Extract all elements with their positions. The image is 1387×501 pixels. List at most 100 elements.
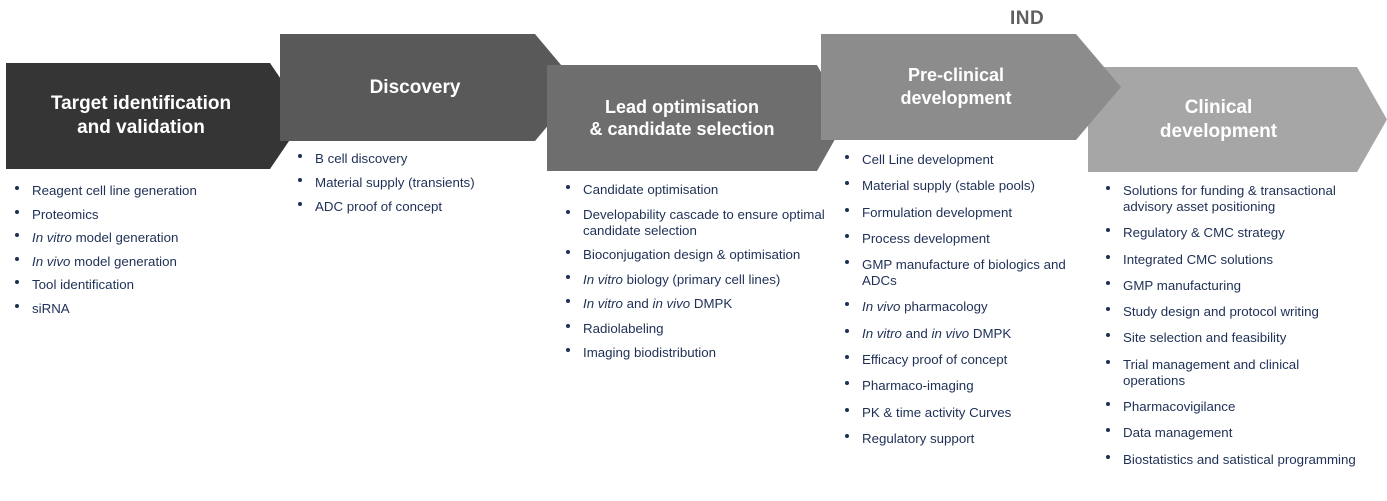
- stage-title-line: Lead optimisation: [604, 96, 759, 117]
- list-item-text: Material supply (transients): [315, 175, 475, 190]
- list-item: Pharmacovigilance: [1102, 399, 1362, 415]
- stage-preclinical-development: Pre-clinical development: [821, 34, 1121, 140]
- list-item-text: Material supply (stable pools): [862, 178, 1035, 194]
- list-item: Cell Line development: [841, 152, 1081, 168]
- list-item-text: DMPK: [690, 296, 733, 311]
- list-item-italic-text: In vitro: [862, 325, 902, 341]
- list-item-text: Imaging biodistribution: [583, 345, 717, 360]
- stage-title-line: & candidate selection: [589, 119, 775, 139]
- stage-items-clinical-development: Solutions for funding & transactional ad…: [1102, 183, 1362, 478]
- list-item: Regulatory & CMC strategy: [1102, 225, 1362, 241]
- list-item-italic-text: in vivo: [931, 325, 970, 341]
- list-item: Integrated CMC solutions: [1102, 252, 1362, 268]
- stage-discovery: Discovery: [280, 34, 580, 141]
- list-item-text: and: [901, 325, 932, 341]
- list-item: Bioconjugation design & optimisation: [562, 247, 832, 263]
- list-item: Biostatistics and satistical programming: [1102, 452, 1362, 468]
- list-item-text: model generation: [71, 230, 179, 245]
- list-item: Formulation development: [841, 205, 1081, 221]
- stage-lead-optimisation: Lead optimisation & candidate selection: [547, 65, 847, 171]
- list-item-text: GMP manufacture of biologics and ADCs: [862, 257, 1066, 289]
- list-item-text: Integrated CMC solutions: [1123, 251, 1274, 267]
- list-item: Solutions for funding & transactional ad…: [1102, 183, 1362, 215]
- list-item: In vitro and in vivo DMPK: [562, 296, 832, 312]
- list-item: Material supply (transients): [294, 175, 534, 191]
- list-item: In vitro model generation: [11, 230, 261, 246]
- list-item-text: GMP manufacturing: [1123, 277, 1242, 293]
- list-item: ADC proof of concept: [294, 199, 534, 215]
- list-item-text: biology (primary cell lines): [622, 271, 781, 287]
- list-item-text: Bioconjugation design & optimisation: [583, 247, 801, 262]
- list-item: Tool identification: [11, 277, 261, 293]
- list-item-text: Regulatory support: [862, 430, 975, 446]
- list-item-italic-text: In vitro: [32, 230, 72, 245]
- list-item-text: pharmacology: [900, 299, 988, 315]
- stage-title-line: Target identification: [50, 93, 232, 115]
- list-item-text: Data management: [1123, 425, 1233, 441]
- list-item-text: Study design and protocol writing: [1123, 304, 1319, 320]
- stage-title: Target identification and validation: [51, 92, 261, 140]
- list-item-italic-text: In vitro: [583, 296, 623, 311]
- list-item: Pharmaco-imaging: [841, 378, 1081, 394]
- list-item-text: model generation: [70, 253, 177, 269]
- list-item: Site selection and feasibility: [1102, 330, 1362, 346]
- list-item: Radiolabeling: [562, 321, 832, 337]
- list-item-text: Radiolabeling: [583, 320, 664, 336]
- stage-title-line: development: [900, 87, 1012, 108]
- stage-title-line: Pre-clinical: [907, 65, 1005, 85]
- list-item-text: Tool identification: [32, 277, 135, 292]
- list-item: GMP manufacturing: [1102, 278, 1362, 294]
- list-item-italic-text: in vivo: [652, 296, 691, 311]
- list-item: In vitro biology (primary cell lines): [562, 272, 832, 288]
- list-item-text: Efficacy proof of concept: [862, 352, 1008, 368]
- list-item-text: Reagent cell line generation: [32, 183, 197, 198]
- stage-title-line: development: [1159, 120, 1278, 142]
- list-item: Reagent cell line generation: [11, 183, 261, 199]
- list-item-text: Pharmacovigilance: [1123, 399, 1236, 415]
- list-item: Regulatory support: [841, 431, 1081, 447]
- list-item-italic-text: In vitro: [583, 271, 623, 287]
- list-item-text: Biostatistics and satistical programming: [1123, 451, 1356, 467]
- list-item: B cell discovery: [294, 151, 534, 167]
- list-item-text: PK & time activity Curves: [862, 404, 1012, 420]
- list-item: PK & time activity Curves: [841, 405, 1081, 421]
- list-item-text: Process development: [862, 230, 990, 246]
- list-item: Study design and protocol writing: [1102, 304, 1362, 320]
- list-item: siRNA: [11, 301, 261, 317]
- list-item: GMP manufacture of biologics and ADCs: [841, 257, 1081, 289]
- list-item: Candidate optimisation: [562, 182, 832, 198]
- stage-target-identification: Target identification and validation: [6, 63, 306, 169]
- list-item-text: Proteomics: [32, 206, 99, 222]
- list-item: In vivo pharmacology: [841, 299, 1081, 315]
- list-item: Process development: [841, 231, 1081, 247]
- list-item-text: Trial management and clinical operations: [1123, 356, 1300, 388]
- list-item-text: and: [622, 296, 653, 311]
- list-item-text: Pharmaco-imaging: [862, 378, 974, 394]
- list-item-italic-text: In vivo: [862, 299, 901, 315]
- stage-title-line: and validation: [77, 117, 205, 138]
- stage-title: Pre-clinical development: [900, 34, 1041, 109]
- list-item: Imaging biodistribution: [562, 345, 832, 361]
- list-item-text: Developability cascade to ensure optimal…: [583, 206, 825, 238]
- stage-title: Lead optimisation & candidate selection: [589, 96, 804, 141]
- ind-milestone-label: IND: [1010, 8, 1045, 29]
- list-item-text: Cell Line development: [862, 152, 994, 167]
- list-item: Data management: [1102, 425, 1362, 441]
- list-item: In vivo model generation: [11, 254, 261, 270]
- list-item: Trial management and clinical operations: [1102, 357, 1362, 389]
- list-item-text: B cell discovery: [315, 151, 408, 166]
- list-item-text: Candidate optimisation: [583, 182, 719, 197]
- stage-title: Clinical development: [1160, 96, 1315, 144]
- stage-clinical-development: Clinical development: [1088, 67, 1387, 172]
- list-item: Material supply (stable pools): [841, 178, 1081, 194]
- list-item: Developability cascade to ensure optimal…: [562, 207, 832, 239]
- list-item-text: Formulation development: [862, 204, 1013, 220]
- list-item: Proteomics: [11, 207, 261, 223]
- stage-title-line: Discovery: [369, 77, 461, 98]
- list-item-text: Solutions for funding & transactional ad…: [1123, 183, 1336, 214]
- list-item-text: siRNA: [32, 300, 70, 316]
